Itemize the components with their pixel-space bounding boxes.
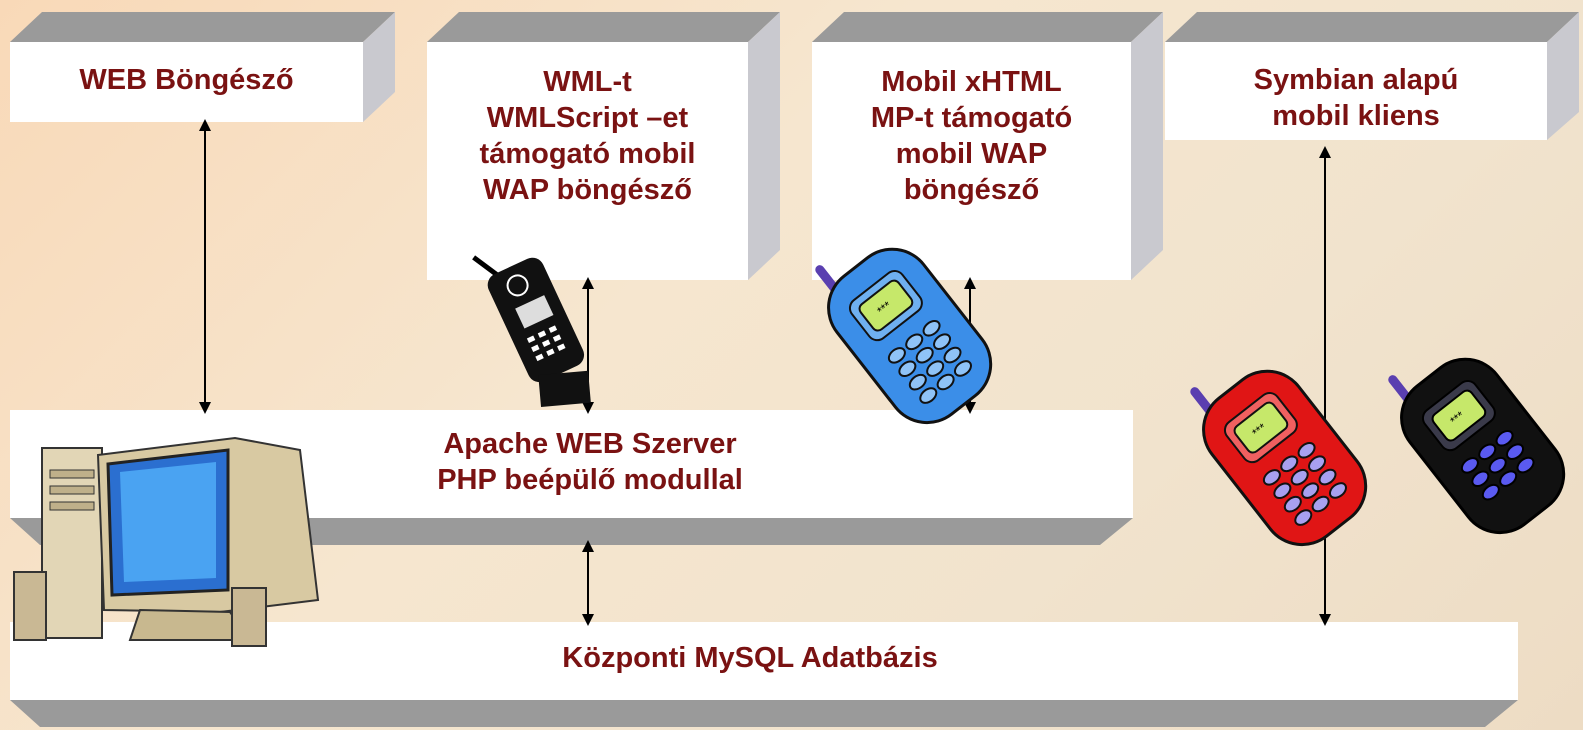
symbian-client-label: Symbian alapú mobil kliens [1165, 62, 1547, 134]
wml-browser-line: támogató mobil [479, 138, 696, 170]
xhtml-browser-line: Mobil xHTML [881, 66, 1062, 98]
web-browser-line: WEB Böngésző [79, 64, 294, 96]
wml-browser-label: WML-t WMLScript –et támogató mobil WAP b… [427, 64, 748, 208]
red-mobile-phone-icon: *** [1190, 369, 1368, 547]
xhtml-browser-box [812, 12, 1163, 280]
xhtml-browser-label: Mobil xHTML MP-t támogató mobil WAP böng… [812, 64, 1131, 208]
mysql-db-box [10, 622, 1518, 727]
wml-browser-line: WML-t [543, 66, 632, 98]
black-mobile-phone-icon: *** [1388, 357, 1566, 535]
wml-browser-line: WMLScript –et [486, 102, 689, 134]
xhtml-browser-line: böngésző [903, 174, 1040, 206]
apache-server-line: Apache WEB Szerver [443, 428, 737, 460]
mysql-db-label: Központi MySQL Adatbázis [400, 640, 1100, 676]
symbian-client-line: Symbian alapú [1253, 64, 1459, 96]
mysql-db-line: Központi MySQL Adatbázis [562, 642, 938, 674]
blue-mobile-phone-icon: *** [815, 247, 993, 425]
web-browser-label: WEB Böngésző [10, 62, 363, 98]
xhtml-browser-line: MP-t támogató [870, 102, 1073, 134]
black-flip-phone-icon [472, 255, 591, 407]
wml-browser-box [427, 12, 780, 280]
xhtml-browser-line: mobil WAP [895, 138, 1048, 170]
symbian-client-line: mobil kliens [1272, 100, 1440, 132]
desktop-computer-icon [13, 436, 320, 647]
web-browser-box [10, 12, 395, 122]
symbian-client-box [1165, 12, 1579, 140]
wml-browser-line: WAP böngésző [483, 174, 692, 206]
apache-server-line: PHP beépülő modullal [437, 464, 743, 496]
apache-server-label: Apache WEB Szerver PHP beépülő modullal [300, 426, 880, 498]
